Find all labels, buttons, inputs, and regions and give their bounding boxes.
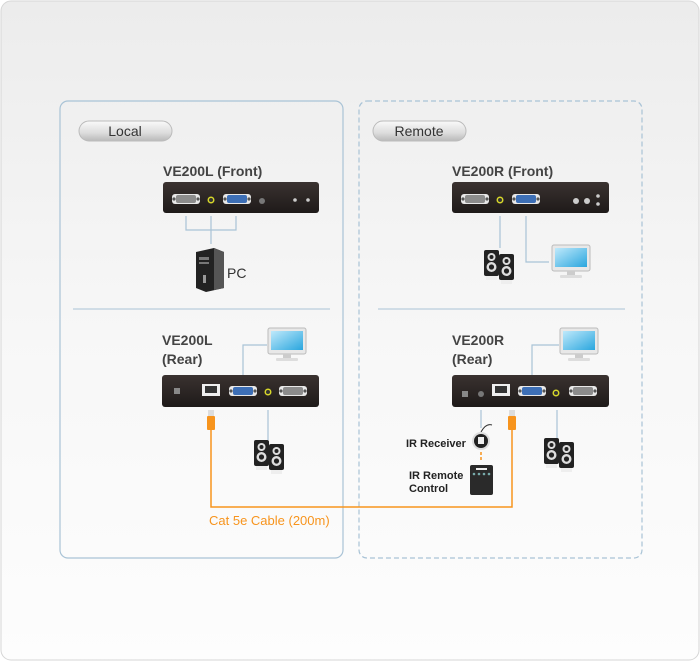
ve200l-rear-device <box>162 375 319 407</box>
local-rear-title-line1: VE200L <box>162 332 213 348</box>
remote-label-pill <box>372 120 467 142</box>
cable-label: Cat 5e Cable (200m) <box>209 513 330 528</box>
ir-remote-label-line1: IR Remote <box>409 470 463 482</box>
remote-panel <box>358 100 643 559</box>
ve200r-rear-device <box>452 375 609 407</box>
ir-remote-label-line2: Control <box>409 483 448 495</box>
cat5e-cable <box>207 410 516 508</box>
remote-label: Remote <box>394 123 443 139</box>
local-label: Local <box>108 123 141 139</box>
remote-monitor-line <box>531 344 559 387</box>
pc-label: PC <box>227 265 246 281</box>
remote-rear-title-line1: VE200R <box>452 332 504 348</box>
ve200l-front-device <box>163 182 319 213</box>
ir-receiver-icon <box>472 424 493 450</box>
remote-front-title: VE200R (Front) <box>452 163 553 179</box>
local-front-title: VE200L (Front) <box>163 163 262 179</box>
local-label-pill <box>78 120 173 142</box>
pc-connector-lines <box>185 216 237 244</box>
ir-receiver-label: IR Receiver <box>406 438 467 450</box>
local-rear-title-line2: (Rear) <box>162 351 202 367</box>
ir-remote-control-icon <box>470 465 493 495</box>
remote-front-lines <box>499 216 549 263</box>
ve200r-front-device <box>452 182 609 213</box>
remote-rear-title-line2: (Rear) <box>452 351 492 367</box>
pc-tower-icon <box>196 248 224 292</box>
local-monitor-line <box>242 344 267 387</box>
local-panel <box>59 100 344 559</box>
